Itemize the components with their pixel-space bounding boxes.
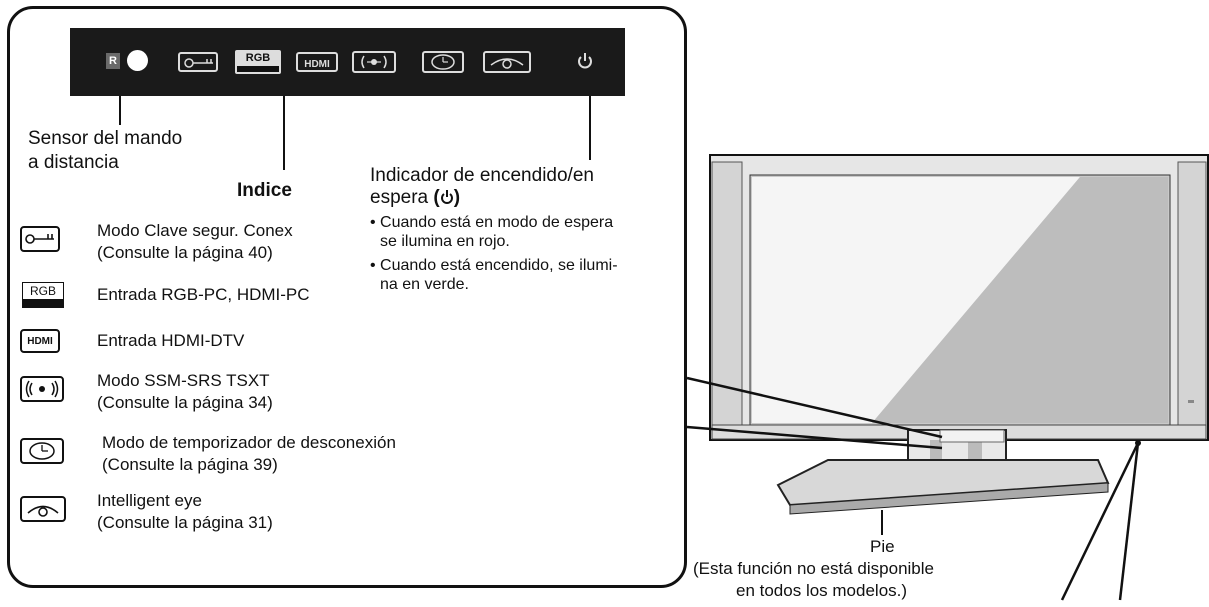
leader-line-2	[1118, 442, 1140, 601]
power-title-word: espera	[370, 187, 429, 208]
panel-key-button[interactable]	[178, 52, 218, 72]
hdmi-icon-text: HDMI	[304, 59, 330, 70]
legend-item-hdmi-line1: Entrada HDMI-DTV	[97, 331, 245, 350]
power-title-line2: espera ()	[370, 187, 460, 209]
leader-line-1	[1060, 442, 1140, 601]
screen-shadow	[872, 177, 1168, 423]
key-icon	[184, 58, 213, 68]
r-badge-text: R	[109, 55, 117, 67]
legend-item-ssm-line2: (Consulte la página 34)	[97, 393, 273, 412]
panel-rgb-button[interactable]: RGB	[235, 50, 281, 74]
legend-rgb-icon: RGB	[22, 282, 64, 308]
sensor-label-line2: a distancia	[28, 152, 119, 173]
power-bullet1-line1: • Cuando está en modo de espera	[370, 214, 614, 231]
stand-note-line1: (Esta función no está disponible	[693, 559, 934, 578]
power-icon	[578, 53, 592, 69]
legend-item-clock-line1: Modo de temporizador de desconexión	[102, 433, 396, 452]
legend-item-rgb-line1: Entrada RGB-PC, HDMI-PC	[97, 285, 310, 304]
panel-hdmi-button[interactable]: HDMI	[296, 52, 338, 72]
sensor-label-line1: Sensor del mando	[28, 128, 183, 149]
power-title-line1: Indicador de encendido/en	[370, 165, 594, 186]
stand-title: Pie	[870, 537, 895, 556]
rgb-icon-bar	[237, 66, 279, 72]
legend-item-clock-line2: (Consulte la página 39)	[102, 455, 278, 474]
tv-right-bezel	[1177, 161, 1207, 439]
stand-base-edge	[789, 482, 1109, 515]
callout-line-top	[686, 376, 943, 439]
legend-key-icon	[20, 226, 60, 252]
legend-item-key-line1: Modo Clave segur. Conex	[97, 221, 293, 240]
control-panel: R RGB HDMI	[70, 28, 625, 96]
power-bullet1-line2: se ilumina en rojo.	[380, 233, 510, 250]
callout-line-bottom	[686, 425, 943, 450]
legend-item-eye-line1: Intelligent eye	[97, 491, 202, 510]
remote-sensor-icon	[127, 50, 148, 71]
legend-ssm-icon	[20, 376, 64, 402]
power-symbol-icon: ()	[433, 187, 461, 208]
screen-highlight	[752, 177, 1080, 423]
legend-item-eye-line2: (Consulte la página 31)	[97, 513, 273, 532]
panel-ssm-button[interactable]	[352, 51, 396, 73]
power-bullet2-line2: na en verde.	[380, 276, 469, 293]
rgb-icon-text: RGB	[245, 52, 271, 64]
eye-icon	[490, 58, 524, 69]
legend-rgb-text: RGB	[23, 283, 63, 299]
power-bullet2-line1: • Cuando está encendido, se ilumi-	[370, 257, 618, 274]
index-title: Indice	[237, 180, 292, 201]
clock-icon	[431, 54, 455, 70]
legend-hdmi-icon: HDMI	[20, 329, 60, 353]
legend-item-key-line2: (Consulte la página 40)	[97, 243, 273, 262]
stand-note-line2: en todos los modelos.)	[736, 581, 908, 600]
legend-clock-icon	[20, 438, 64, 464]
panel-eye-button[interactable]	[483, 51, 531, 73]
tv-side-led	[1188, 400, 1194, 403]
panel-power-indicator	[575, 50, 595, 72]
tv-left-bezel	[711, 161, 743, 439]
legend-item-ssm-line1: Modo SSM-SRS TSXT	[97, 371, 270, 390]
remote-sensor-badge: R	[106, 53, 120, 69]
leader-origin	[1135, 440, 1141, 446]
legend-hdmi-text: HDMI	[27, 336, 53, 347]
ssm-icon	[361, 55, 387, 69]
panel-sleep-button[interactable]	[422, 51, 464, 73]
legend-eye-icon	[20, 496, 66, 522]
